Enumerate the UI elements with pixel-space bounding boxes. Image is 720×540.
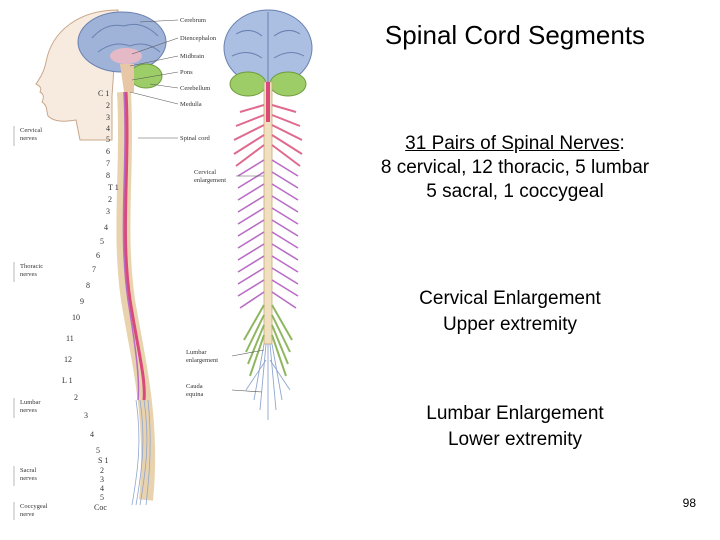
cervical-enlargement-note: Cervical Enlargement Upper extremity (370, 286, 650, 338)
label-pons: Pons (180, 69, 193, 76)
segment-c4: 4 (106, 124, 110, 133)
segment-c7: 7 (106, 159, 110, 168)
cervical-enlargement-sub: Upper extremity (442, 314, 578, 335)
frontal-cerebellum-right (269, 71, 307, 97)
slide-title: Spinal Cord Segments (384, 20, 646, 50)
diencephalon-area (110, 48, 142, 64)
label-sacral-nerves-1: Sacral (20, 467, 36, 474)
segment-t11: 11 (66, 334, 74, 343)
segment-t1: T 1 (108, 183, 119, 192)
segment-c1: C 1 (98, 89, 109, 98)
segment-l4: 4 (90, 430, 94, 439)
segment-c5: 5 (106, 135, 110, 144)
sagittal-cerebellum (129, 63, 163, 89)
segment-c6: 6 (106, 147, 110, 156)
label-lumbar-nerves-2: nerves (20, 407, 37, 414)
segment-l2: 2 (74, 393, 78, 402)
label-cerebellum: Cerebellum (180, 85, 210, 92)
page-number: 98 (682, 496, 696, 510)
lumbar-nerves (243, 304, 293, 377)
label-sacral-nerves-2: nerves (20, 475, 37, 482)
cervical-nerves (233, 104, 303, 167)
segment-coc: Coc (94, 503, 107, 512)
segment-t8: 8 (86, 281, 90, 290)
label-cervical-enlargement-1: Cervical (194, 169, 216, 176)
segment-s2: 2 (100, 466, 104, 475)
segment-s1: S 1 (98, 456, 108, 465)
nerves-line-2: 5 sacral, 1 coccygeal (426, 181, 604, 202)
label-spinal-cord: Spinal cord (180, 135, 211, 142)
label-thoracic-nerves-1: Thoracic (20, 263, 43, 270)
label-cervical-nerves-2: nerves (20, 135, 37, 142)
label-cauda-equina-1: Cauda (186, 383, 203, 390)
brainstem (120, 64, 134, 92)
lumbar-enlargement-note: Lumbar Enlargement Lower extremity (375, 401, 655, 453)
label-lumbar-enlargement-1: Lumbar (186, 349, 207, 356)
label-diencephalon: Diencephalon (180, 35, 217, 42)
segment-t7: 7 (92, 265, 96, 274)
segment-c3: 3 (106, 113, 110, 122)
label-cervical-nerves-1: Cervical (20, 127, 42, 134)
segment-s5: 5 (100, 493, 104, 502)
cervical-enlargement-title: Cervical Enlargement (419, 288, 601, 309)
label-cervical-enlargement-2: enlargement (194, 177, 226, 184)
thoracic-nerves (237, 159, 299, 309)
segment-t10: 10 (72, 313, 80, 322)
label-medulla: Medulla (180, 101, 202, 108)
label-coccygeal-nerve-2: nerve (20, 511, 35, 518)
segment-c2: 2 (106, 101, 110, 110)
lumbar-enlargement-title: Lumbar Enlargement (426, 403, 604, 424)
segment-t4: 4 (104, 223, 108, 232)
segment-t6: 6 (96, 251, 100, 260)
segment-l3: 3 (84, 411, 88, 420)
label-midbrain: Midbrain (180, 53, 205, 60)
label-thoracic-nerves-2: nerves (20, 271, 37, 278)
label-cauda-equina-2: equina (186, 391, 203, 398)
label-cerebrum: Cerebrum (180, 17, 206, 24)
segment-t12: 12 (64, 355, 72, 364)
segment-t2: 2 (108, 195, 112, 204)
segment-s4: 4 (100, 484, 104, 493)
nerves-heading: 31 Pairs of Spinal Nerves (405, 133, 620, 154)
cauda-equina (245, 343, 291, 420)
label-lumbar-nerves-1: Lumbar (20, 399, 41, 406)
nerves-heading-colon: : (619, 133, 625, 154)
label-coccygeal-nerve-1: Coccygeal (20, 503, 48, 510)
segment-t9: 9 (80, 297, 84, 306)
lumbar-enlargement-sub: Lower extremity (447, 429, 583, 450)
segment-l5: 5 (96, 446, 100, 455)
label-lumbar-enlargement-2: enlargement (186, 357, 218, 364)
segment-t3: 3 (106, 207, 110, 216)
segment-l1: L 1 (62, 376, 73, 385)
segment-s3: 3 (100, 475, 104, 484)
side-spinal-cord (123, 91, 146, 401)
spinal-nerves-summary: 31 Pairs of Spinal Nerves: 8 cervical, 1… (320, 132, 710, 204)
segment-t5: 5 (100, 237, 104, 246)
frontal-cerebellum-left (229, 71, 267, 97)
spinal-cord-illustration: Cerebrum Diencephalon Midbrain Pons Cere… (13, 9, 313, 520)
segment-c8: 8 (106, 171, 110, 180)
nerves-heading-line: 31 Pairs of Spinal Nerves: (320, 132, 710, 156)
nerves-line-1: 8 cervical, 12 thoracic, 5 lumbar (380, 157, 650, 178)
